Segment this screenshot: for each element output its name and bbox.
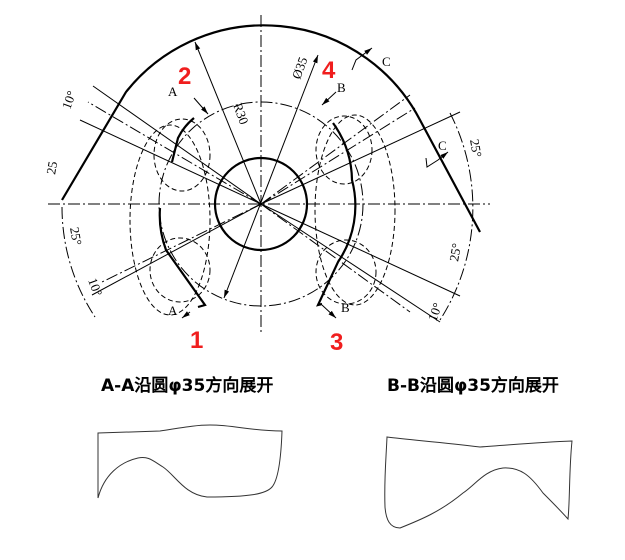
section-label-b-bottom: B (341, 300, 350, 315)
section-label-a-top: A (168, 84, 178, 99)
section-label-b-top: B (337, 80, 346, 95)
marker-3: 3 (330, 329, 343, 356)
angle-right-upper: 25° (467, 138, 485, 159)
section-label-c-top: C (382, 54, 391, 69)
angle-left-upper: 25 (43, 160, 60, 175)
section-label-c-right: C (438, 138, 447, 153)
radius-dimension: R30 (230, 101, 252, 126)
angle-left-bottom: 10° (85, 276, 105, 298)
section-arrows (181, 41, 449, 319)
outer-arc-left (61, 206, 96, 318)
pitch-circle-r30 (158, 101, 364, 307)
diameter-dimension: Ø35 (289, 55, 311, 81)
angle-left-top: 10° (59, 89, 79, 111)
development-sketch-b (384, 436, 573, 529)
development-title-a: A-A沿圆φ35方向展开 (101, 375, 273, 396)
development-title-b: B-B沿圆φ35方向展开 (387, 375, 559, 396)
angle-right-lower: 25° (446, 242, 464, 263)
angle-right-bottom: 10° (425, 301, 445, 323)
development-sketch-a (97, 424, 283, 499)
marker-4: 4 (322, 57, 336, 84)
marker-1: 1 (190, 327, 203, 354)
slots (129, 114, 396, 316)
outer-contour (61, 24, 481, 233)
section-label-a-bottom: A (168, 303, 178, 318)
marker-2: 2 (178, 63, 191, 90)
angle-left-lower: 25° (67, 226, 85, 247)
